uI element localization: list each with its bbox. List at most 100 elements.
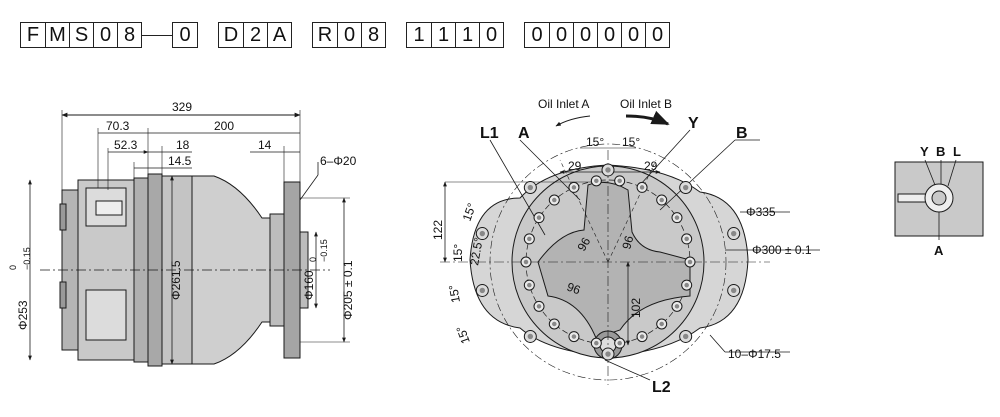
code-dash xyxy=(142,34,172,36)
code-char: 0 xyxy=(93,23,117,47)
dim-housing-diameter: Φ261.5 xyxy=(169,260,183,300)
label-port-l2: L2 xyxy=(652,379,671,396)
code-char: 0 xyxy=(337,23,361,47)
bolt-hole-center xyxy=(674,215,680,220)
dim-14-5: 14.5 xyxy=(168,154,192,168)
bolt-hole-center xyxy=(571,334,577,339)
label-oil-inlet-a: Oil Inlet A xyxy=(538,97,589,111)
angle-15-bottom: 15° xyxy=(453,324,472,346)
bolt-hole-center xyxy=(571,185,577,190)
port-detail-l-channel xyxy=(897,193,927,203)
code-group-mount: 1 1 1 0 xyxy=(406,22,504,48)
code-group-displacement: D 2 A xyxy=(218,22,292,48)
port-detail-y: Y xyxy=(920,144,929,159)
code-char: 1 xyxy=(413,24,425,46)
dim-102: 102 xyxy=(629,298,643,318)
code-char: 0 xyxy=(621,23,645,47)
dim-18: 18 xyxy=(176,138,190,152)
dim-96-c: 96 xyxy=(565,280,583,298)
bolt-hole-center xyxy=(594,178,599,184)
bolt-hole-center xyxy=(639,334,645,339)
bolt-hole-center xyxy=(605,167,611,173)
code-char: F xyxy=(26,24,40,46)
bolt-hole-center xyxy=(536,215,542,220)
bolt-hole-center xyxy=(479,230,486,237)
code-group-ratio: R 0 8 xyxy=(312,22,386,48)
label-port-b: B xyxy=(736,125,748,142)
distributor-cover xyxy=(537,181,691,339)
bolt-hole-center xyxy=(659,197,664,203)
dim-14: 14 xyxy=(258,138,272,152)
code-char: S xyxy=(69,23,93,47)
bolt-hole-center xyxy=(682,333,689,340)
dim-70-3: 70.3 xyxy=(106,119,130,133)
bolt-hole-center xyxy=(682,184,689,191)
bolt-hole-center xyxy=(687,259,693,265)
label-oil-inlet-b: Oil Inlet B xyxy=(620,97,672,111)
code-char: 0 xyxy=(531,24,543,46)
code-char: 8 xyxy=(361,23,385,47)
side-view xyxy=(28,110,350,367)
bolt-hole-center xyxy=(527,184,534,191)
model-code: F M S 0 8 0 D 2 A R 0 8 1 1 1 0 0 0 0 0 … xyxy=(20,22,670,48)
code-char: D xyxy=(223,24,239,46)
code-char: 1 xyxy=(431,23,455,47)
dim-122: 122 xyxy=(431,220,445,240)
code-group-special: 0 0 0 0 0 0 xyxy=(524,22,670,48)
bolt-hole-center xyxy=(639,185,645,190)
port-detail-labels: Y B L A xyxy=(920,144,961,258)
bolt-hole-center xyxy=(730,230,737,237)
angle-15-lower: 15° xyxy=(446,283,463,303)
dim-29-left: 29 xyxy=(568,159,582,173)
angle-15-upper: 15° xyxy=(460,201,479,223)
code-char: A xyxy=(267,23,291,47)
bolt-hole-center xyxy=(594,340,599,346)
bolt-hole-center xyxy=(479,287,486,294)
dim-pilot-diameter: Φ160 xyxy=(302,270,316,300)
angle-15-right: 15° xyxy=(622,135,640,149)
bolt-hole-center xyxy=(617,178,622,184)
code-char: 2 xyxy=(243,23,267,47)
code-char: 0 xyxy=(597,23,621,47)
bolt-hole-center xyxy=(527,236,532,242)
code-char: 0 xyxy=(479,23,503,47)
code-char: 1 xyxy=(455,23,479,47)
bolt-hole-center xyxy=(552,197,557,203)
bolt-hole-group xyxy=(475,163,741,361)
label-port-l1: L1 xyxy=(480,125,499,142)
bolt-hole-center xyxy=(527,282,532,288)
dim-bolt-circle: Φ205 ± 0.1 xyxy=(341,260,355,320)
code-group-option: 0 xyxy=(172,22,198,48)
bolt-hole-center xyxy=(605,351,611,357)
dim-96-b: 96 xyxy=(619,234,636,251)
dim-holes-6: 6–Φ20 xyxy=(320,154,357,168)
dim-52-3: 52.3 xyxy=(114,138,138,152)
port-detail-l: L xyxy=(953,144,961,159)
code-char: 0 xyxy=(179,24,191,46)
dim-dia-335: Φ335 xyxy=(746,205,776,219)
code-char: 8 xyxy=(117,23,141,47)
dim-overall-length: 329 xyxy=(172,100,192,114)
dim-200: 200 xyxy=(214,119,234,133)
port-detail xyxy=(894,159,984,240)
code-char: M xyxy=(45,23,69,47)
bolt-hole-center xyxy=(617,340,622,346)
code-char: R xyxy=(317,24,333,46)
dim-holes-10: 10–Φ17.5 xyxy=(728,347,781,361)
dim-96-a: 96 xyxy=(574,235,593,254)
dim-pilot-tol-lower: −0.15 xyxy=(319,239,329,262)
bolt-hole-center xyxy=(684,236,689,242)
bolt-hole-center xyxy=(536,304,542,309)
bolt-hole-center xyxy=(684,282,689,288)
port-detail-a: A xyxy=(934,243,944,258)
front-view-labels: Oil Inlet A Oil Inlet B L1 A Y B L2 15° … xyxy=(431,97,812,396)
dim-29-right: 29 xyxy=(644,159,658,173)
side-view-labels: 329 70.3 200 52.3 18 14.5 14 6–Φ20 Φ253 … xyxy=(8,100,357,330)
code-char: 0 xyxy=(573,23,597,47)
dim-pilot-tol-upper: 0 xyxy=(308,257,318,262)
angle-22-5: 22.5° xyxy=(467,236,486,266)
label-port-a: A xyxy=(518,125,530,142)
bolt-hole-center xyxy=(730,287,737,294)
label-port-y: Y xyxy=(688,115,699,132)
